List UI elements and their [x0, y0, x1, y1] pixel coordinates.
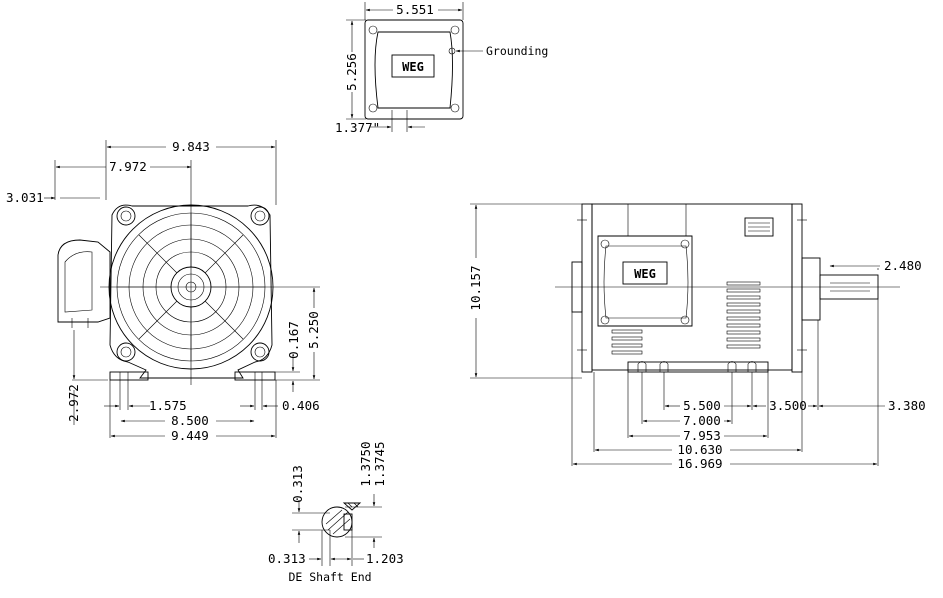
nameplate [744, 217, 774, 237]
shaft-keyway [343, 513, 353, 531]
side-vents [611, 281, 761, 355]
shaft-diameter-max-dim: 1.3750 [358, 441, 373, 486]
front-box-depth-dim: 3.031 [6, 190, 44, 205]
front-base-width-dim: 9.449 [171, 428, 209, 443]
weg-logo-top [391, 54, 435, 78]
side-overall-height-dim: 10.157 [468, 265, 483, 310]
shaft-diameter-min-dim: 1.3745 [372, 441, 387, 486]
side-overall-length-dim: 16.969 [677, 456, 722, 471]
top-width-dim: 5.551 [396, 2, 434, 17]
conduit-dim: 1.377" [335, 120, 380, 135]
shaft-end-view: 0.313 1.3750 1.3745 0.313 1.203 DE Shaft… [268, 441, 404, 584]
front-terminal-box [57, 239, 111, 323]
front-foot-slot-dim: 0.406 [282, 398, 320, 413]
side-view: 10.157 WEG [468, 203, 926, 471]
side-fan-cover [581, 203, 593, 373]
side-shaft-length-dim: 3.380 [888, 398, 926, 413]
shaft-end-caption: DE Shaft End [288, 570, 371, 584]
side-shaft-to-hole-dim: 3.500 [769, 398, 807, 413]
front-box-drop-dim: 2.972 [66, 384, 81, 422]
side-base [627, 361, 769, 373]
shaft-key-height-dim: 1.203 [366, 551, 404, 566]
weg-logo-side-text: WEG [634, 267, 656, 281]
front-view: 9.843 7.972 3.031 [6, 139, 321, 443]
side-hole-spacing-a-dim: 5.500 [683, 398, 721, 413]
front-foot-span-dim: 8.500 [171, 413, 209, 428]
side-shaft-dia-dim: 2.480 [884, 258, 922, 273]
grounding-label: Grounding [486, 44, 548, 58]
side-hole-spacing-b-dim: 7.000 [683, 413, 721, 428]
surface-finish-symbol [342, 502, 362, 511]
side-endshield [791, 203, 803, 373]
shaft-key-depth-dim: 0.313 [268, 551, 306, 566]
front-shaft-height-dim: 5.250 [306, 311, 321, 349]
side-terminal-box [597, 235, 693, 327]
terminal-box-outline [364, 19, 464, 120]
front-foot-hole-dim: 1.575 [149, 398, 187, 413]
terminal-box-lid [374, 31, 453, 109]
grounding-point [448, 47, 456, 55]
shaft-key-width-dim: 0.313 [290, 465, 305, 503]
top-height-dim: 5.256 [344, 53, 359, 91]
side-base-length-dim: 7.953 [683, 428, 721, 443]
top-view: 5.551 WEG 5.256 Grounding 1.377" [335, 2, 548, 135]
front-shaft-offset-dim: 0.167 [286, 321, 301, 359]
weg-logo-side [622, 261, 668, 285]
weg-logo-top-text: WEG [402, 60, 424, 74]
front-overall-width-dim: 9.843 [172, 139, 210, 154]
front-box-offset-dim: 7.972 [109, 159, 147, 174]
side-frame-length-dim: 10.630 [677, 442, 722, 457]
